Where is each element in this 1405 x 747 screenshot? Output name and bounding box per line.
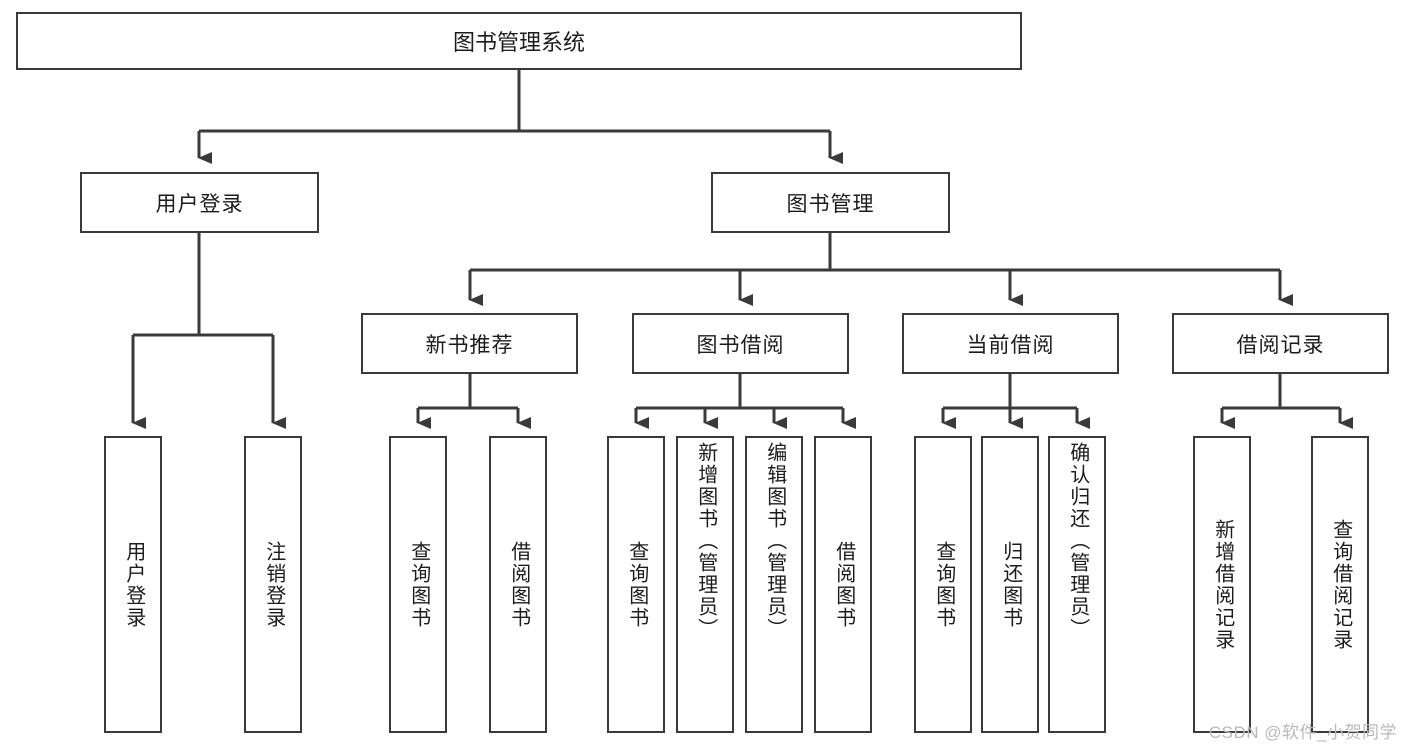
node-current-borrow[interactable]: 当前借阅 xyxy=(902,313,1119,374)
node-label: 新增图书（管理员） xyxy=(694,442,717,640)
leaf-borrow-book-2[interactable]: 借阅图书 xyxy=(814,436,872,733)
node-label: 归还图书 xyxy=(999,540,1022,629)
node-label: 借阅记录 xyxy=(1236,333,1325,357)
node-root-system[interactable]: 图书管理系统 xyxy=(16,12,1022,70)
leaf-edit-book-admin[interactable]: 编辑图书（管理员） xyxy=(745,436,803,733)
leaf-user-login[interactable]: 用户登录 xyxy=(104,436,162,733)
node-label: 查询图书 xyxy=(932,540,955,629)
node-book-borrow[interactable]: 图书借阅 xyxy=(632,313,849,374)
node-label: 查询借阅记录 xyxy=(1329,518,1352,651)
node-label: 新书推荐 xyxy=(425,333,514,357)
node-label: 图书管理 xyxy=(786,192,875,216)
node-label: 注销登录 xyxy=(262,540,285,629)
leaf-add-book-admin[interactable]: 新增图书（管理员） xyxy=(676,436,734,733)
leaf-add-borrow-record[interactable]: 新增借阅记录 xyxy=(1193,436,1251,733)
leaf-query-book-3[interactable]: 查询图书 xyxy=(914,436,972,733)
leaf-query-book-1[interactable]: 查询图书 xyxy=(389,436,447,733)
node-label: 新增借阅记录 xyxy=(1211,518,1234,651)
leaf-confirm-return-admin[interactable]: 确认归还（管理员） xyxy=(1048,436,1106,733)
node-book-manage[interactable]: 图书管理 xyxy=(711,172,950,233)
leaf-query-borrow-record[interactable]: 查询借阅记录 xyxy=(1311,436,1369,733)
node-label: 借阅图书 xyxy=(507,540,530,629)
node-borrow-record[interactable]: 借阅记录 xyxy=(1172,313,1389,374)
leaf-logout-login[interactable]: 注销登录 xyxy=(244,436,302,733)
node-label: 当前借阅 xyxy=(966,333,1055,357)
node-label: 借阅图书 xyxy=(832,540,855,629)
node-label: 确认归还（管理员） xyxy=(1066,442,1089,640)
leaf-query-book-2[interactable]: 查询图书 xyxy=(607,436,665,733)
node-label: 编辑图书（管理员） xyxy=(763,442,786,640)
leaf-return-book[interactable]: 归还图书 xyxy=(981,436,1039,733)
node-label: 图书借阅 xyxy=(696,333,785,357)
leaf-borrow-book-1[interactable]: 借阅图书 xyxy=(489,436,547,733)
node-user-login[interactable]: 用户登录 xyxy=(80,172,319,233)
node-label: 用户登录 xyxy=(155,192,244,216)
node-label: 用户登录 xyxy=(122,540,145,629)
node-new-book-rec[interactable]: 新书推荐 xyxy=(361,313,578,374)
node-label: 图书管理系统 xyxy=(452,30,585,55)
csdn-watermark: CSDN @软件_小贺同学 xyxy=(1208,723,1397,742)
node-label: 查询图书 xyxy=(407,540,430,629)
node-label: 查询图书 xyxy=(625,540,648,629)
